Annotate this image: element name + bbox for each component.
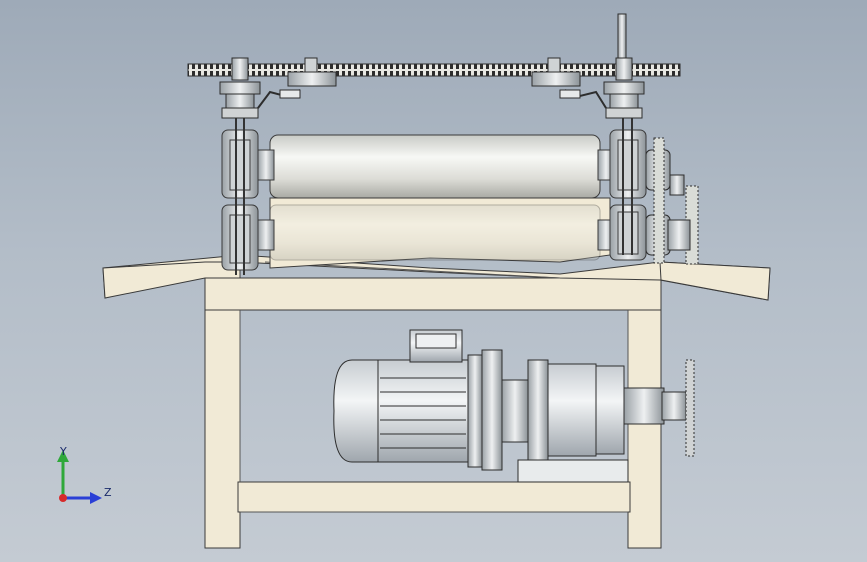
tilted-plate	[102, 254, 771, 301]
gear-train	[645, 137, 699, 265]
bottom-crossbar	[237, 481, 631, 513]
upper-roller	[257, 134, 615, 199]
left-leg	[204, 307, 241, 549]
left-bearings	[221, 110, 259, 275]
triad-y-label: Y	[59, 445, 67, 458]
right-leg	[627, 307, 662, 549]
gear-motor	[333, 329, 695, 483]
top-frame	[204, 277, 662, 311]
lower-roller	[257, 204, 615, 261]
frame	[204, 277, 662, 549]
orientation-triad: Y Z	[57, 445, 112, 504]
triad-z-label: Z	[104, 486, 112, 499]
left-top-sprocket	[219, 57, 337, 119]
top-chain	[187, 63, 681, 77]
right-top-sprocket	[531, 13, 645, 119]
right-bearings	[609, 110, 647, 261]
